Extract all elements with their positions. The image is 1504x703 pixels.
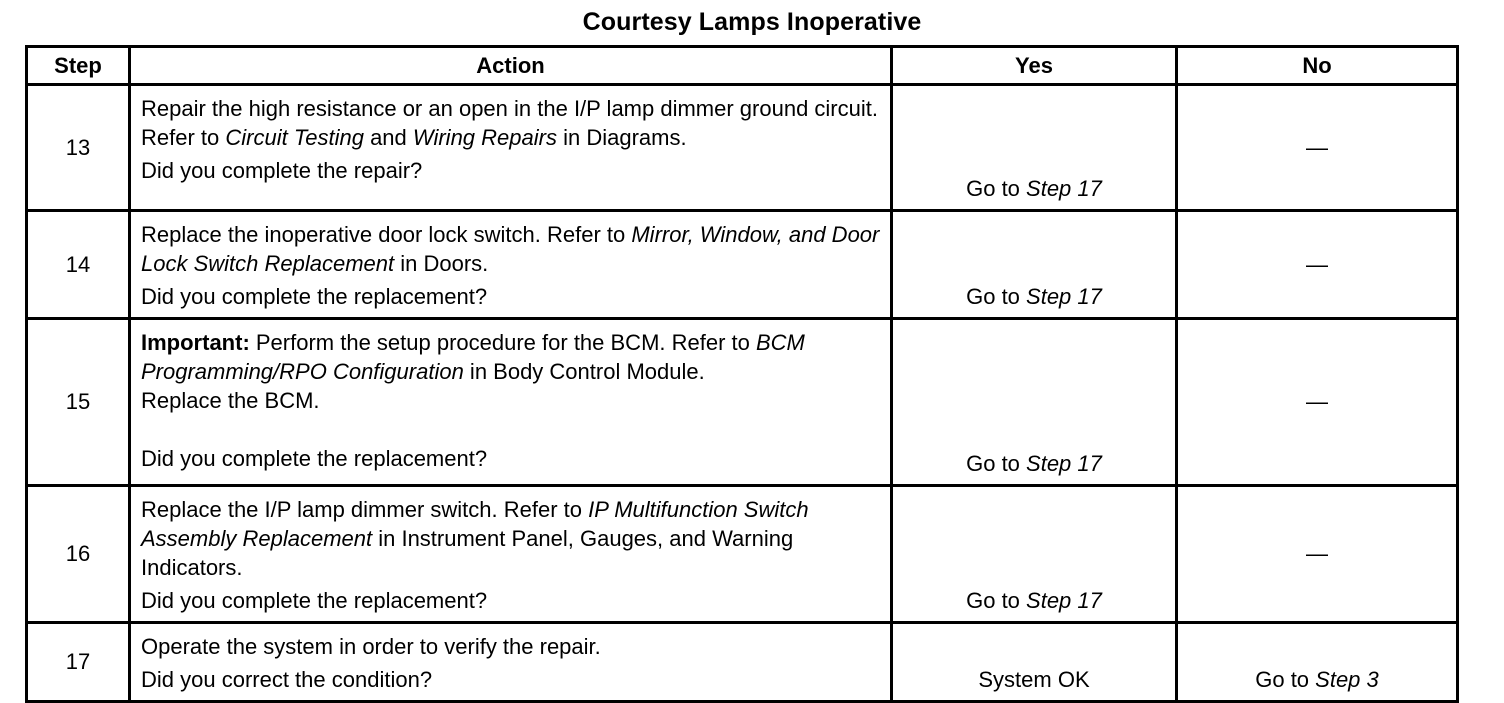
table-row: 16 Replace the I/P lamp dimmer switch. Re…	[25, 484, 1459, 624]
action-cell: Important: Perform the setup procedure f…	[128, 317, 893, 487]
action-text-run: in Body Control Module.	[463, 359, 705, 384]
action-text-run: Operate the system in order to verify th…	[141, 634, 601, 659]
action-text: Important: Perform the setup procedure f…	[141, 328, 880, 386]
yes-answer-cell: Go to Step 17	[890, 317, 1178, 487]
no-answer-cell: —	[1175, 484, 1459, 624]
yes-answer-text: Go to	[966, 451, 1027, 476]
step-number-cell: 14	[25, 209, 131, 320]
step-number-cell: 17	[25, 621, 131, 703]
no-answer-cell: —	[1175, 209, 1459, 320]
yes-answer-text: Go to	[966, 284, 1027, 309]
no-answer-step-reference: Step 3	[1315, 667, 1379, 692]
action-text: Replace the inoperative door lock switch…	[141, 220, 880, 278]
yes-answer-cell: System OK	[890, 621, 1178, 703]
action-text: Operate the system in order to verify th…	[141, 632, 880, 661]
action-reference: BCM Programming/RPO Configuration	[141, 330, 805, 384]
no-answer-dash: —	[1306, 251, 1328, 277]
table-header: Step Action Yes No	[25, 45, 1459, 86]
action-text-run: and	[363, 125, 413, 150]
header-row: Step Action Yes No	[25, 45, 1459, 86]
action-text: Replace the BCM.	[141, 386, 880, 415]
action-question: Did you complete the replacement?	[141, 588, 488, 613]
action-text-run: in Instrument Panel, Gauges, and Warning…	[141, 526, 794, 580]
action-cell: Replace the inoperative door lock switch…	[128, 209, 893, 320]
no-answer-cell: Go to Step 3	[1175, 621, 1459, 703]
action-text-run: Repair the high resistance or an open in…	[141, 96, 878, 150]
action-question: Did you complete the replacement?	[141, 446, 488, 471]
step-number-cell: 13	[25, 83, 131, 212]
action-important-label: Important:	[141, 330, 250, 355]
action-cell: Replace the I/P lamp dimmer switch. Refe…	[128, 484, 893, 624]
yes-answer-step-reference: Step 17	[1026, 176, 1102, 201]
no-answer-cell: —	[1175, 83, 1459, 212]
table-row: 17 Operate the system in order to verify …	[25, 621, 1459, 703]
action-text: Repair the high resistance or an open in…	[141, 94, 880, 152]
action-reference: IP Multifunction Switch Assembly Replace…	[141, 497, 809, 551]
action-text-run: in Doors.	[394, 251, 489, 276]
action-question: Did you complete the repair?	[141, 158, 423, 183]
step-number-cell: 15	[25, 317, 131, 487]
no-answer-dash: —	[1306, 389, 1328, 414]
yes-answer-cell: Go to Step 17	[890, 83, 1178, 212]
column-header-step: Step	[25, 45, 131, 86]
yes-answer-text: Go to	[966, 176, 1027, 201]
column-header-no: No	[1175, 45, 1459, 86]
action-question: Did you complete the replacement?	[141, 284, 488, 309]
yes-answer-step-reference: Step 17	[1026, 588, 1102, 613]
no-answer-cell: —	[1175, 317, 1459, 487]
action-reference: Mirror, Window, and Door Lock Switch Rep…	[141, 222, 880, 276]
yes-answer-text: System OK	[978, 667, 1090, 692]
action-text-run: in Diagrams.	[556, 125, 687, 150]
page-title: Courtesy Lamps Inoperative	[582, 8, 922, 36]
no-answer-dash: —	[1306, 134, 1328, 160]
action-text-run: Perform the setup procedure for the BCM.…	[249, 330, 756, 355]
step-number-cell: 16	[25, 484, 131, 624]
action-cell: Repair the high resistance or an open in…	[128, 83, 893, 212]
action-text-run: Replace the I/P lamp dimmer switch. Refe…	[141, 497, 589, 522]
action-text-run: Replace the inoperative door lock switch…	[141, 222, 632, 247]
action-cell: Operate the system in order to verify th…	[128, 621, 893, 703]
action-question: Did you correct the condition?	[141, 667, 433, 692]
yes-answer-cell: Go to Step 17	[890, 484, 1178, 624]
no-answer-dash: —	[1306, 541, 1328, 566]
action-text-run: Replace the BCM.	[141, 388, 320, 413]
action-reference: Wiring Repairs	[412, 125, 557, 150]
column-header-yes: Yes	[890, 45, 1178, 86]
table-row: 14 Replace the inoperative door lock swit…	[25, 209, 1459, 320]
column-header-action: Action	[128, 45, 893, 86]
yes-answer-step-reference: Step 17	[1026, 451, 1102, 476]
action-reference: Circuit Testing	[225, 125, 364, 150]
yes-answer-text: Go to	[966, 588, 1027, 613]
action-text: Replace the I/P lamp dimmer switch. Refe…	[141, 495, 880, 582]
no-answer-text: Go to	[1255, 667, 1316, 692]
yes-answer-cell: Go to Step 17	[890, 209, 1178, 320]
yes-answer-step-reference: Step 17	[1026, 284, 1102, 309]
action-blank-line	[141, 415, 880, 444]
